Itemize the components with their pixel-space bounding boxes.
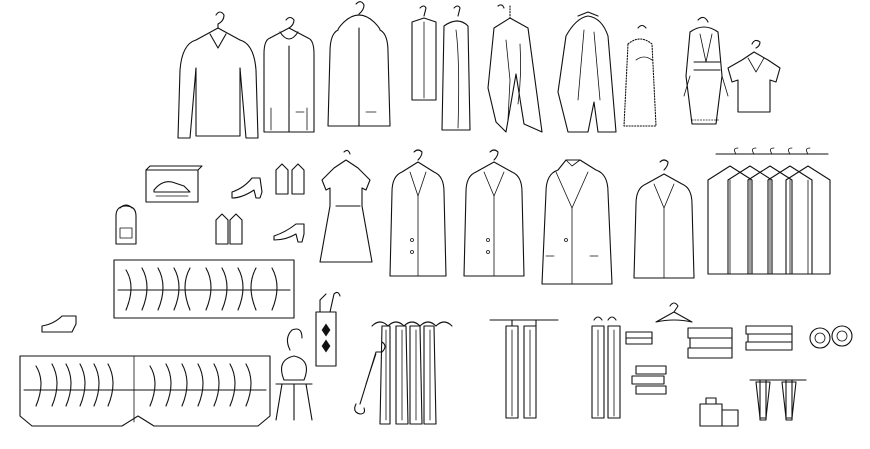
hooded-coat-icon [327,1,391,127]
folded-garment-icon [411,5,471,131]
shoe-box-icon [145,165,203,203]
shoe-icon [41,315,77,333]
suit-jacket-icon [633,159,695,279]
folded-towels-icon [625,331,667,395]
folded-towels-icon [687,327,733,359]
backpack-icon [115,204,137,245]
shirt-on-hanger-icon [177,11,259,139]
dress-on-hanger-icon [319,149,373,263]
suit-jacket-icon [541,159,613,285]
suit-jacket-icon [389,149,447,277]
garment-rail-icon [19,355,271,427]
garment-rail-icon [113,259,295,319]
hanger-icon [655,302,693,323]
folded-towels-icon [745,325,793,351]
high-heel-icon [273,223,305,243]
draped-scarf-icon [557,11,617,133]
suit-jacket-icon [463,149,525,277]
handbag-icon [699,397,739,427]
trouser-rail-icon [371,321,453,425]
high-heel-icon [231,177,263,199]
folded-garment-icon [623,24,657,127]
coat-rack-icon [707,147,831,275]
jacket-on-hanger-icon [263,16,315,133]
trouser-rail-icon [591,316,621,419]
trouser-rail-icon [489,319,559,419]
boots-icon [215,163,305,245]
blouse-icon [727,39,781,113]
umbrella-stand-icon [275,328,313,421]
umbrella-stand-icon [315,291,341,367]
draped-scarf-icon [487,4,543,133]
umbrella-icon [749,379,807,421]
kimono-icon [683,16,729,125]
scarf-roll-icon [809,325,853,349]
